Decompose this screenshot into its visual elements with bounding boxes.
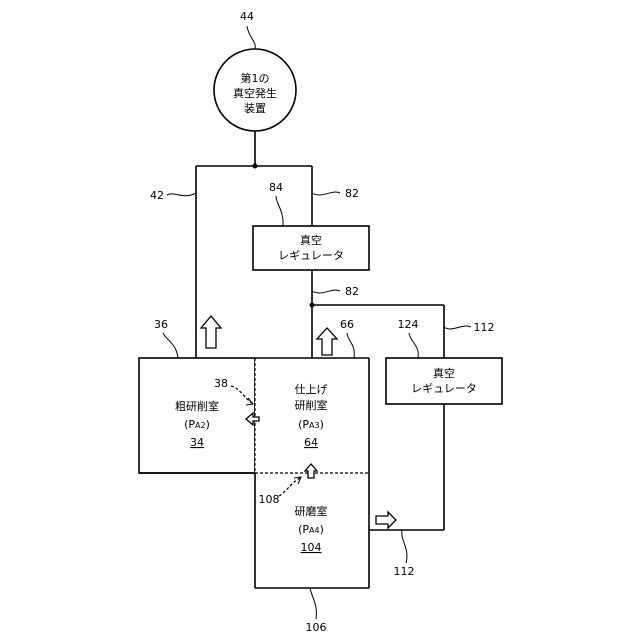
finish-chamber-label-line1: 仕上げ	[295, 383, 328, 396]
vacuum-generator-label-line1: 第1の	[241, 71, 270, 85]
ref-112-bottom: 112	[394, 565, 415, 578]
polish-chamber-label: 研磨室	[295, 504, 328, 518]
polish-chamber-pressure: (PA4)	[298, 523, 324, 536]
vacuum-regulator-top-line1: 真空	[300, 233, 322, 247]
vacuum-regulator-top-box	[253, 226, 369, 270]
vacuum-regulator-top: 真空 レギュレータ	[253, 226, 369, 270]
ref-42: 42	[150, 189, 164, 202]
vacuum-regulator-right-line2: レギュレータ	[411, 382, 477, 395]
flow-arrow-right-polish	[376, 512, 396, 528]
ref-44: 44	[240, 10, 254, 23]
ref-84: 84	[269, 181, 283, 194]
vacuum-generator-label-line3: 装置	[244, 102, 266, 115]
ref-112-top: 112	[474, 321, 495, 334]
vacuum-regulator-right-box	[386, 358, 502, 404]
ref-82-top: 82	[345, 187, 359, 200]
finish-chamber-number: 64	[304, 436, 318, 449]
leader-42	[167, 193, 196, 196]
ref-66: 66	[340, 318, 354, 331]
finish-chamber-label-line2: 研削室	[295, 398, 328, 412]
leader-112-bottom	[402, 530, 407, 563]
rough-chamber-number: 34	[190, 436, 204, 449]
leader-44	[247, 26, 255, 49]
vacuum-regulator-right-line1: 真空	[433, 366, 455, 380]
ref-38: 38	[214, 377, 228, 390]
vacuum-regulator-top-line2: レギュレータ	[278, 249, 344, 262]
leader-112-top	[444, 326, 471, 329]
leader-66	[347, 333, 354, 358]
vacuum-generator: 第1の 真空発生 装置	[214, 49, 296, 131]
leader-82-top	[312, 192, 340, 195]
ref-82-mid: 82	[345, 285, 359, 298]
leader-108	[279, 478, 300, 496]
leader-84	[276, 196, 283, 226]
flow-arrow-up-rough	[201, 316, 221, 348]
ref-124: 124	[398, 318, 419, 331]
leader-124	[409, 333, 418, 358]
leader-106	[310, 588, 316, 619]
ref-106: 106	[306, 621, 327, 634]
ref-36: 36	[154, 318, 168, 331]
polish-chamber-number: 104	[301, 541, 322, 554]
ref-108: 108	[259, 493, 280, 506]
flow-arrow-up-finish	[317, 328, 337, 355]
vacuum-regulator-right: 真空 レギュレータ	[386, 358, 502, 404]
vacuum-generator-label-line2: 真空発生	[233, 86, 277, 100]
finish-grinding-chamber	[255, 358, 369, 473]
rough-grinding-chamber	[139, 358, 255, 473]
leader-82-mid	[312, 290, 340, 293]
leader-36	[163, 333, 178, 358]
rough-chamber-label: 粗研削室	[175, 399, 219, 413]
